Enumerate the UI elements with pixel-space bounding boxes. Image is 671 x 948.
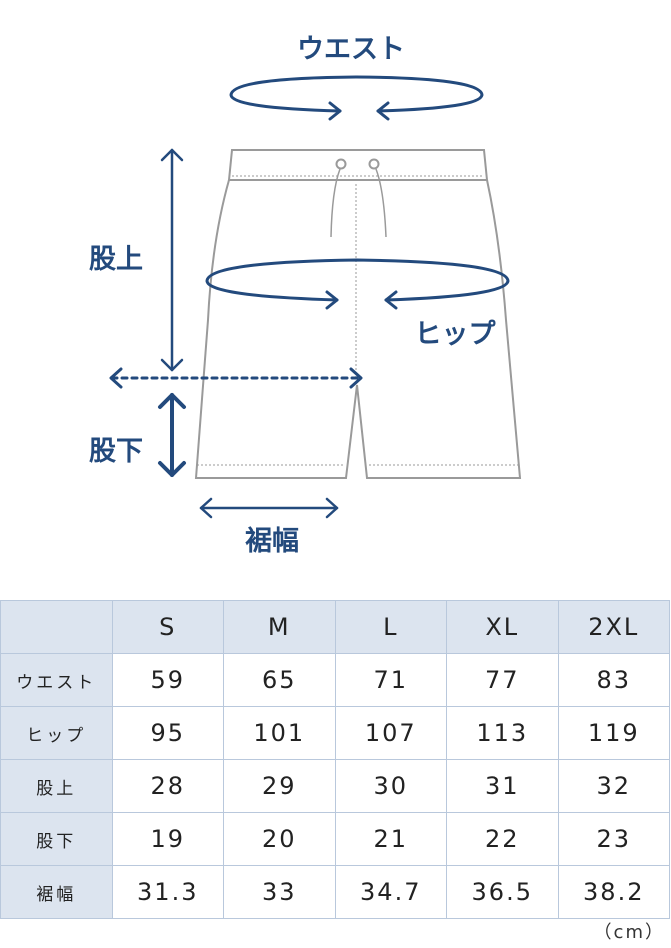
table-cell: 107 [334, 706, 447, 760]
table-cell: 71 [334, 653, 447, 707]
table-header-row: S M L XL 2XL [0, 600, 670, 654]
header-cell [0, 600, 113, 654]
row-header: 股下 [0, 812, 113, 866]
table-row: ウエスト 59 65 71 77 83 [0, 653, 670, 707]
table-row: 股上 28 29 30 31 32 [0, 759, 670, 813]
table-row: 股下 19 20 21 22 23 [0, 812, 670, 866]
table-cell: 65 [223, 653, 336, 707]
shorts-outline [194, 149, 522, 479]
shorts-measurement-diagram: ウエスト 股上 ヒップ 股下 裾幅 [89, 34, 522, 557]
table-cell: 22 [446, 812, 559, 866]
header-cell: M [223, 600, 336, 654]
inseam-label: 股下 [89, 436, 143, 467]
table-cell: 113 [446, 706, 559, 760]
table-cell: 77 [446, 653, 559, 707]
unit-label: （cm） [593, 922, 665, 943]
table-cell: 20 [223, 812, 336, 866]
table-cell: 38.2 [557, 865, 670, 919]
hip-label: ヒップ [415, 319, 497, 350]
row-header: 裾幅 [0, 865, 113, 919]
table-cell: 21 [334, 812, 447, 866]
size-table: S M L XL 2XL ウエスト 59 65 71 77 83 ヒップ 95 … [0, 600, 670, 919]
waist-label: ウエスト [297, 34, 405, 65]
table-cell: 33 [223, 865, 336, 919]
table-cell: 31 [446, 759, 559, 813]
row-header: ウエスト [0, 653, 113, 707]
row-header: ヒップ [0, 706, 113, 760]
table-cell: 23 [557, 812, 670, 866]
table-cell: 95 [111, 706, 224, 760]
table-cell: 36.5 [446, 865, 559, 919]
table-row: 裾幅 31.3 33 34.7 36.5 38.2 [0, 865, 670, 919]
hip-arrow-icon [205, 258, 510, 310]
row-header: 股上 [0, 759, 113, 813]
table-cell: 31.3 [111, 865, 224, 919]
table-cell: 101 [223, 706, 336, 760]
table-cell: 28 [111, 759, 224, 813]
header-cell: L [334, 600, 447, 654]
header-cell: 2XL [557, 600, 670, 654]
crotch-line-icon [109, 367, 363, 389]
rise-arrow-icon [160, 148, 184, 372]
table-cell: 34.7 [334, 865, 447, 919]
header-cell: S [111, 600, 224, 654]
inseam-arrow-icon [158, 393, 186, 477]
table-cell: 119 [557, 706, 670, 760]
waist-arrow-icon [229, 75, 484, 121]
hem-label: 裾幅 [245, 526, 299, 557]
table-cell: 32 [557, 759, 670, 813]
table-row: ヒップ 95 101 107 113 119 [0, 706, 670, 760]
table-cell: 30 [334, 759, 447, 813]
table-cell: 83 [557, 653, 670, 707]
rise-label: 股上 [89, 244, 143, 275]
table-cell: 19 [111, 812, 224, 866]
hem-arrow-icon [199, 497, 339, 519]
table-cell: 29 [223, 759, 336, 813]
header-cell: XL [446, 600, 559, 654]
table-cell: 59 [111, 653, 224, 707]
